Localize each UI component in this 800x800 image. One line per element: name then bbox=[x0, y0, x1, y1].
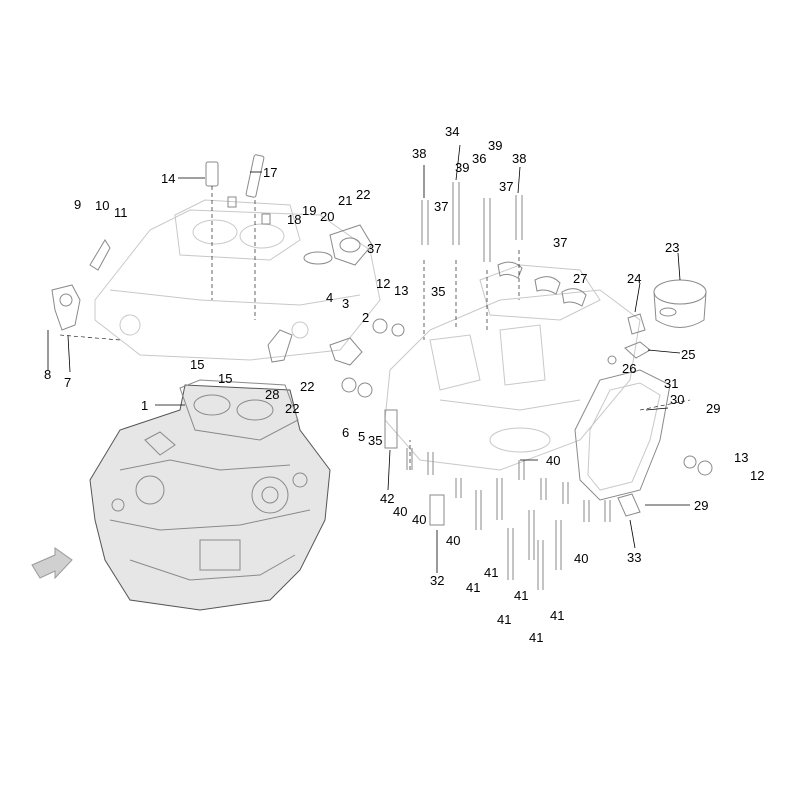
callout-32: 32 bbox=[430, 573, 444, 588]
callout-6: 6 bbox=[342, 425, 349, 440]
callout-5: 5 bbox=[358, 429, 365, 444]
assembly-lines bbox=[59, 186, 691, 470]
leader-lines bbox=[47, 144, 690, 573]
callout-9: 9 bbox=[74, 197, 81, 212]
callout-41e: 41 bbox=[550, 608, 564, 623]
callout-22a: 22 bbox=[356, 187, 370, 202]
callout-23: 23 bbox=[665, 240, 679, 255]
callouts: 1 2 3 4 5 6 7 8 9 10 11 12 13 14 15 15 1… bbox=[44, 124, 764, 645]
callout-41f: 41 bbox=[529, 630, 543, 645]
callout-39a: 39 bbox=[455, 160, 469, 175]
callout-41a: 41 bbox=[466, 580, 480, 595]
main-crankcase bbox=[89, 379, 331, 611]
callout-1: 1 bbox=[141, 398, 148, 413]
callout-37a: 37 bbox=[434, 199, 448, 214]
callout-40b: 40 bbox=[393, 504, 407, 519]
callout-41b: 41 bbox=[484, 565, 498, 580]
callout-30: 30 bbox=[670, 392, 684, 407]
callout-40a: 40 bbox=[546, 453, 560, 468]
callout-36: 36 bbox=[472, 151, 486, 166]
plugs-seals bbox=[341, 318, 713, 517]
callout-22c: 22 bbox=[285, 401, 299, 416]
right-crankcase-ghost bbox=[384, 264, 641, 471]
callout-20: 20 bbox=[320, 209, 334, 224]
bolts bbox=[384, 182, 611, 590]
callout-13a: 13 bbox=[394, 283, 408, 298]
callout-37b: 37 bbox=[499, 179, 513, 194]
callout-37d: 37 bbox=[553, 235, 567, 250]
bearing-shells bbox=[497, 261, 587, 307]
callout-17: 17 bbox=[263, 165, 277, 180]
callout-19: 19 bbox=[302, 203, 316, 218]
callout-42: 42 bbox=[380, 491, 394, 506]
callout-40c: 40 bbox=[412, 512, 426, 527]
callout-13b: 13 bbox=[734, 450, 748, 465]
callout-26: 26 bbox=[622, 361, 636, 376]
callout-22b: 22 bbox=[300, 379, 314, 394]
side-cover-plate bbox=[574, 369, 671, 501]
callout-7: 7 bbox=[64, 375, 71, 390]
dowel-parts bbox=[205, 154, 271, 225]
callout-41d: 41 bbox=[497, 612, 511, 627]
callout-38a: 38 bbox=[412, 146, 426, 161]
callout-25: 25 bbox=[681, 347, 695, 362]
callout-40e: 40 bbox=[574, 551, 588, 566]
callout-12a: 12 bbox=[376, 276, 390, 291]
callout-27: 27 bbox=[573, 271, 587, 286]
callout-29a: 29 bbox=[706, 401, 720, 416]
callout-4: 4 bbox=[326, 290, 333, 305]
callout-21: 21 bbox=[338, 193, 352, 208]
callout-15a: 15 bbox=[190, 357, 204, 372]
callout-15b: 15 bbox=[218, 371, 232, 386]
callout-31: 31 bbox=[664, 376, 678, 391]
direction-arrow-icon bbox=[31, 547, 73, 580]
callout-38b: 38 bbox=[512, 151, 526, 166]
callout-11: 11 bbox=[114, 205, 128, 220]
bracket-parts bbox=[51, 224, 373, 366]
callout-12b: 12 bbox=[750, 468, 764, 483]
callout-28: 28 bbox=[265, 387, 279, 402]
callout-10: 10 bbox=[95, 198, 109, 213]
callout-37c: 37 bbox=[367, 241, 381, 256]
callout-41c: 41 bbox=[514, 588, 528, 603]
callout-35b: 35 bbox=[368, 433, 382, 448]
callout-8: 8 bbox=[44, 367, 51, 382]
callout-29b: 29 bbox=[694, 498, 708, 513]
callout-3: 3 bbox=[342, 296, 349, 311]
callout-33: 33 bbox=[627, 550, 641, 565]
callout-39b: 39 bbox=[488, 138, 502, 153]
callout-40d: 40 bbox=[446, 533, 460, 548]
callout-24: 24 bbox=[627, 271, 641, 286]
callout-18: 18 bbox=[287, 212, 301, 227]
upper-crankcase-ghost bbox=[94, 199, 381, 361]
callout-34: 34 bbox=[445, 124, 459, 139]
callout-2: 2 bbox=[362, 310, 369, 325]
callout-35a: 35 bbox=[431, 284, 445, 299]
callout-14: 14 bbox=[161, 171, 175, 186]
